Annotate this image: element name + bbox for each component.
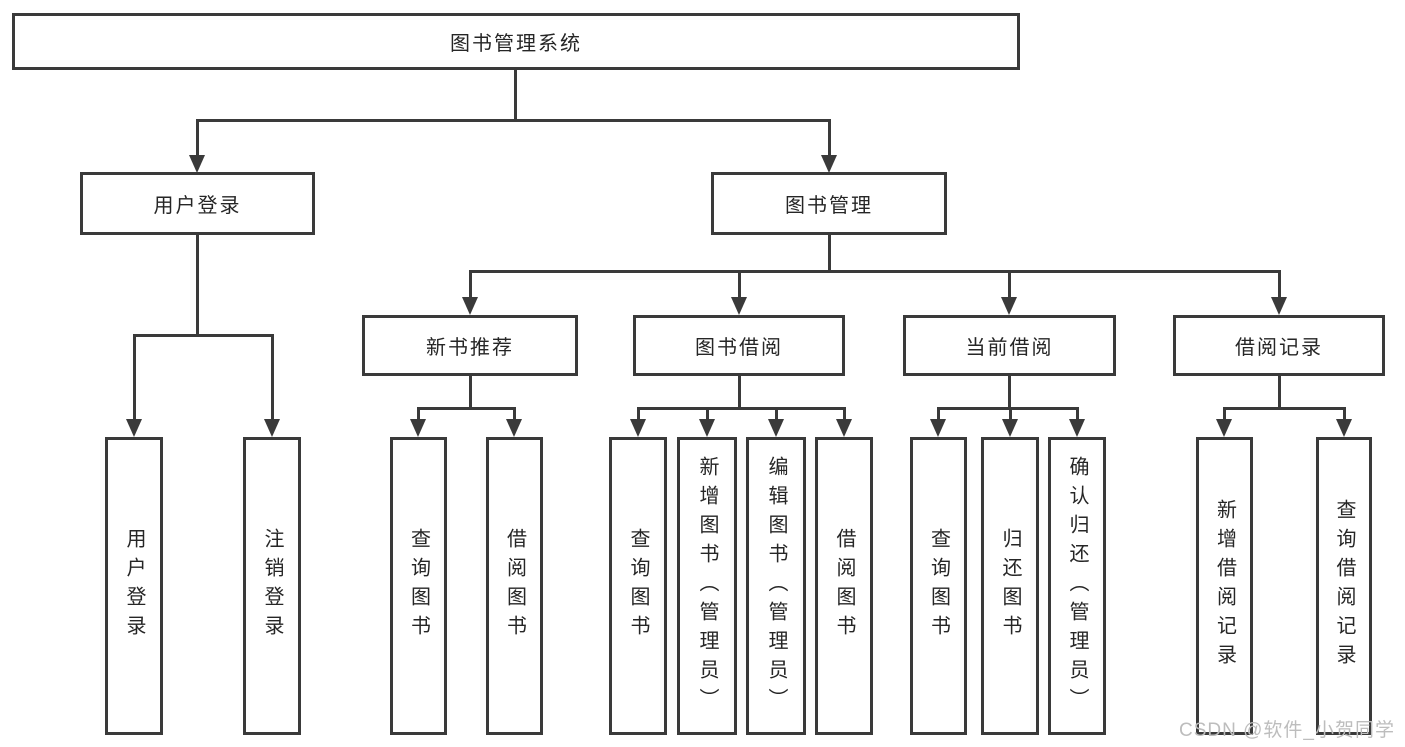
connector-new-book-stem <box>469 376 472 410</box>
arrowhead-down-icon <box>462 297 478 315</box>
node-label: 用户登录 <box>123 528 145 644</box>
node-label: 查询图书 <box>627 528 649 644</box>
connector-drop <box>1009 407 1012 422</box>
arrowhead-down-icon <box>189 155 205 173</box>
connector-drop <box>513 407 516 422</box>
arrowhead-down-icon <box>1216 419 1232 437</box>
arrowhead-down-icon <box>264 419 280 437</box>
connector-root-stem <box>514 70 517 120</box>
connector-drop <box>775 407 778 422</box>
connector-book-borrow-rail <box>637 407 845 410</box>
node-label: 查询图书 <box>927 528 950 644</box>
connector-current-borrow-stem <box>1008 376 1011 410</box>
node-current-borrow: 当前借阅 <box>903 315 1116 376</box>
connector-new-book-rail <box>417 407 516 410</box>
leaf-current-return-books: 归还图书 <box>981 437 1039 735</box>
node-label: 查询借阅记录 <box>1333 499 1355 673</box>
connector-book-management-rail <box>469 270 1281 273</box>
connector-drop-new-book <box>469 270 472 300</box>
arrowhead-down-icon <box>731 297 747 315</box>
connector-book-borrow-stem <box>738 376 741 410</box>
connector-drop <box>1343 407 1346 422</box>
connector-drop <box>843 407 846 422</box>
arrowhead-down-icon <box>836 419 852 437</box>
node-borrow-records: 借阅记录 <box>1173 315 1385 376</box>
arrowhead-down-icon <box>1271 297 1287 315</box>
node-label: 图书管理系统 <box>450 33 582 55</box>
node-label: 归还图书 <box>999 528 1021 644</box>
connector-drop <box>637 407 640 422</box>
connector-drop-current-borrow <box>1008 270 1011 300</box>
connector-drop <box>1076 407 1079 422</box>
connector-drop-leaf-user-login <box>133 334 136 422</box>
connector-drop-leaf-logout <box>271 334 274 422</box>
node-user-login: 用户登录 <box>80 172 315 235</box>
connector-drop-borrow-records <box>1278 270 1281 300</box>
node-label: 编辑图书（管理员） <box>765 455 787 717</box>
arrowhead-down-icon <box>699 419 715 437</box>
node-label: 新增借阅记录 <box>1213 499 1236 673</box>
connector-book-management-stem <box>828 235 831 273</box>
leaf-logout-login: 注销登录 <box>243 437 301 735</box>
connector-drop <box>937 407 940 422</box>
leaf-newrec-query-books: 查询图书 <box>390 437 447 735</box>
leaf-borrow-edit-books-admin: 编辑图书（管理员） <box>746 437 806 735</box>
node-label: 借阅记录 <box>1235 337 1323 359</box>
node-label: 查询图书 <box>407 528 430 644</box>
leaf-records-add-record: 新增借阅记录 <box>1196 437 1253 735</box>
connector-root-rail <box>196 119 830 122</box>
connector-drop <box>1223 407 1226 422</box>
connector-drop-user-login <box>196 119 199 157</box>
arrowhead-down-icon <box>821 155 837 173</box>
leaf-records-query-record: 查询借阅记录 <box>1316 437 1372 735</box>
arrowhead-down-icon <box>126 419 142 437</box>
node-label: 图书管理 <box>785 195 873 217</box>
node-label: 图书借阅 <box>695 337 783 359</box>
node-new-book-recommend: 新书推荐 <box>362 315 578 376</box>
connector-user-login-stem <box>196 235 199 336</box>
arrowhead-down-icon <box>930 419 946 437</box>
connector-drop <box>417 407 420 422</box>
leaf-user-login: 用户登录 <box>105 437 163 735</box>
connector-drop-book-borrow <box>738 270 741 300</box>
connector-current-borrow-rail <box>937 407 1078 410</box>
arrowhead-down-icon <box>1069 419 1085 437</box>
node-label: 确认归还（管理员） <box>1066 455 1088 717</box>
connector-borrow-records-rail <box>1223 407 1345 410</box>
arrowhead-down-icon <box>630 419 646 437</box>
connector-borrow-records-stem <box>1278 376 1281 410</box>
connector-user-login-rail <box>134 334 274 337</box>
arrowhead-down-icon <box>410 419 426 437</box>
arrowhead-down-icon <box>506 419 522 437</box>
node-label: 借阅图书 <box>833 528 855 644</box>
watermark: CSDN @软件_小贺同学 <box>1179 720 1395 741</box>
node-label: 用户登录 <box>153 195 242 217</box>
node-book-management: 图书管理 <box>711 172 947 235</box>
node-label: 当前借阅 <box>965 337 1054 359</box>
node-label: 借阅图书 <box>503 528 526 644</box>
arrowhead-down-icon <box>768 419 784 437</box>
leaf-newrec-borrow-books: 借阅图书 <box>486 437 543 735</box>
node-label: 注销登录 <box>261 528 283 644</box>
arrowhead-down-icon <box>1001 297 1017 315</box>
arrowhead-down-icon <box>1336 419 1352 437</box>
leaf-current-confirm-return-admin: 确认归还（管理员） <box>1048 437 1106 735</box>
node-library-management-system: 图书管理系统 <box>12 13 1020 70</box>
leaf-borrow-add-books-admin: 新增图书（管理员） <box>677 437 737 735</box>
leaf-borrow-borrow-books: 借阅图书 <box>815 437 873 735</box>
leaf-current-query-books: 查询图书 <box>910 437 967 735</box>
node-label: 新增图书（管理员） <box>696 455 718 717</box>
node-label: 新书推荐 <box>426 337 514 359</box>
arrowhead-down-icon <box>1002 419 1018 437</box>
node-book-borrow: 图书借阅 <box>633 315 845 376</box>
leaf-borrow-query-books: 查询图书 <box>609 437 667 735</box>
connector-drop-book-management <box>828 119 831 157</box>
connector-drop <box>706 407 709 422</box>
